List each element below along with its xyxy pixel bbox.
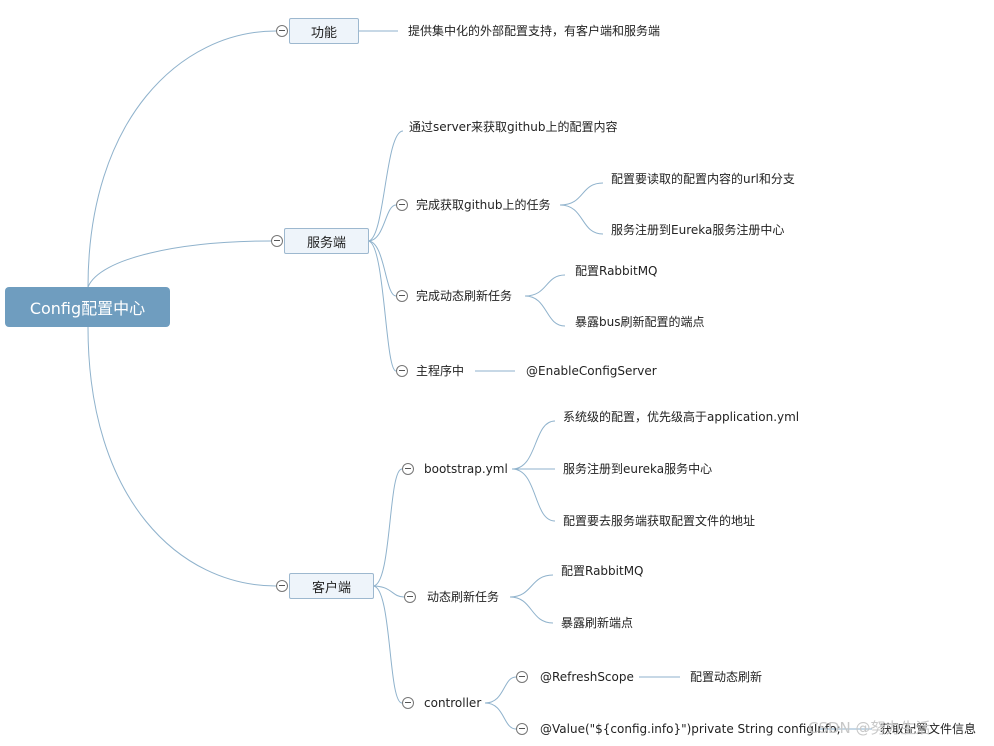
connector-github-url <box>559 182 604 206</box>
server-refresh-task[interactable]: 完成动态刷新任务 <box>416 289 513 303</box>
connector-refresh-bus <box>524 295 566 327</box>
github-task-url: 配置要读取的配置内容的url和分支 <box>611 172 795 186</box>
bootstrap-address: 配置要去服务端获取配置文件的地址 <box>563 514 756 528</box>
client-refresh-task[interactable]: 动态刷新任务 <box>427 590 500 604</box>
collapse-client-icon[interactable] <box>276 580 288 592</box>
function-desc: 提供集中化的外部配置支持，有客户端和服务端 <box>408 24 661 38</box>
connector-bootstrap-address <box>511 468 556 522</box>
collapse-server-icon[interactable] <box>271 235 283 247</box>
value-config-info: 获取配置文件信息 <box>880 722 977 736</box>
connector-root-server <box>87 240 272 288</box>
root-node[interactable]: Config配置中心 <box>5 287 170 327</box>
server-fetch: 通过server来获取github上的配置内容 <box>409 120 618 134</box>
connector-root-client <box>87 326 277 587</box>
collapse-refresh-scope-icon[interactable] <box>516 671 528 683</box>
connector-client-bootstrap <box>372 468 403 587</box>
client-refresh-rabbitmq: 配置RabbitMQ <box>561 564 644 578</box>
collapse-value-icon[interactable] <box>516 723 528 735</box>
client-refresh-expose: 暴露刷新端点 <box>561 616 634 630</box>
connector-github-eureka <box>559 204 604 235</box>
connector-server-github <box>367 204 397 242</box>
collapse-controller-icon[interactable] <box>402 697 414 709</box>
connector-server-refresh <box>367 240 397 297</box>
main-enable-config-server: @EnableConfigServer <box>526 364 657 378</box>
refresh-scope-dynamic: 配置动态刷新 <box>690 670 763 684</box>
connector-bootstrap-system <box>511 420 556 470</box>
refresh-task-bus: 暴露bus刷新配置的端点 <box>575 315 705 329</box>
controller-value[interactable]: @Value("${config.info}")private String c… <box>540 722 841 736</box>
server-github-task[interactable]: 完成获取github上的任务 <box>416 198 551 212</box>
collapse-function-icon[interactable] <box>276 25 288 37</box>
connector-server-main <box>367 240 397 372</box>
branch-client[interactable]: 客户端 <box>289 573 374 599</box>
github-task-eureka: 服务注册到Eureka服务注册中心 <box>611 223 785 237</box>
refresh-task-rabbitmq: 配置RabbitMQ <box>575 264 658 278</box>
connector-controller-value <box>484 702 517 730</box>
branch-server[interactable]: 服务端 <box>284 228 369 254</box>
collapse-client-refresh-icon[interactable] <box>404 591 416 603</box>
connector-client-refresh <box>372 585 405 598</box>
connector-client-controller <box>372 585 403 704</box>
client-bootstrap[interactable]: bootstrap.yml <box>424 462 508 476</box>
connector-refresh2-rabbit <box>509 574 554 598</box>
branch-function[interactable]: 功能 <box>289 18 359 44</box>
bootstrap-system-config: 系统级的配置，优先级高于application.yml <box>563 410 800 424</box>
connector-refresh2-expose <box>509 596 554 624</box>
connector-controller-scope <box>484 676 517 704</box>
server-main[interactable]: 主程序中 <box>416 364 465 378</box>
collapse-refresh-task-icon[interactable] <box>396 290 408 302</box>
controller-refresh-scope[interactable]: @RefreshScope <box>540 670 634 684</box>
collapse-bootstrap-icon[interactable] <box>402 463 414 475</box>
collapse-main-icon[interactable] <box>396 365 408 377</box>
client-controller[interactable]: controller <box>424 696 482 710</box>
connector-root-function <box>87 30 277 288</box>
watermark: CSDN @努力生活 <box>808 719 931 737</box>
collapse-github-task-icon[interactable] <box>396 199 408 211</box>
connector-server-fetch <box>367 130 404 242</box>
bootstrap-eureka: 服务注册到eureka服务中心 <box>563 462 713 476</box>
connector-refresh-rabbit <box>524 274 566 297</box>
